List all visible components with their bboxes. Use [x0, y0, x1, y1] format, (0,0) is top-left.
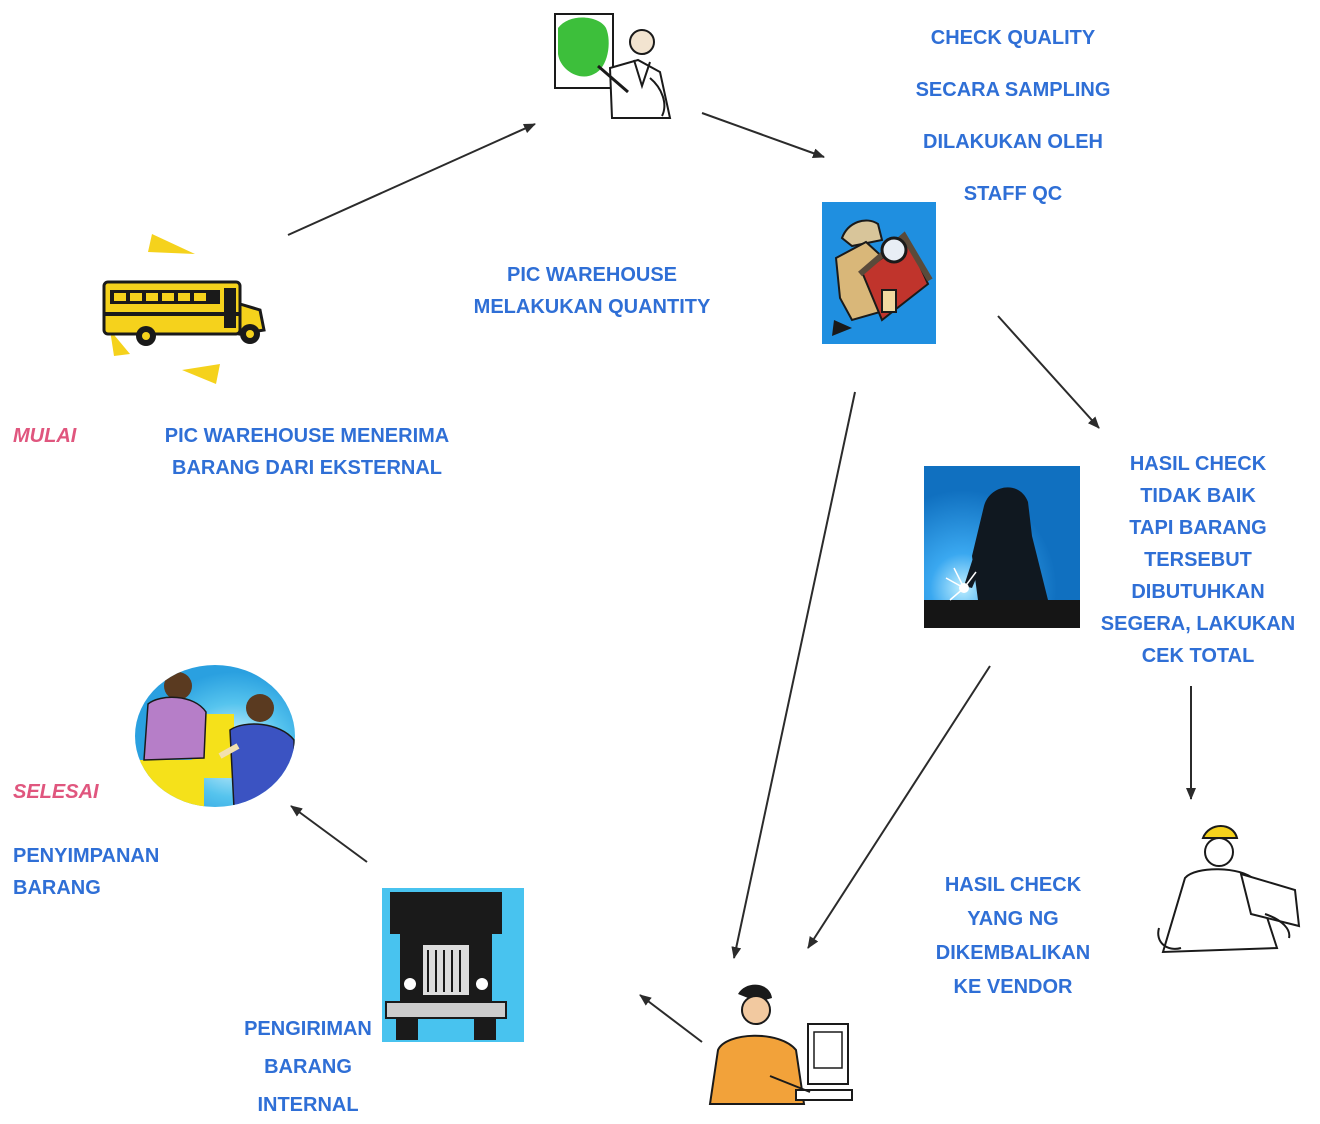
arrow-inspector-to-office	[731, 391, 856, 959]
arrow-inspector-to-welder	[997, 315, 1100, 429]
arrow-truck-to-handshake	[290, 805, 368, 863]
inspector-icon	[822, 202, 936, 344]
arrow-office-to-truck	[639, 994, 703, 1043]
start-label: MULAI	[13, 425, 77, 447]
handshake-icon	[135, 665, 295, 807]
bad-result-label: HASIL CHECK TIDAK BAIK TAPI BARANG TERSE…	[1100, 453, 1296, 667]
office-worker-icon	[708, 984, 853, 1105]
storage-label: PENYIMPANAN BARANG	[13, 845, 160, 899]
arrow-bus-to-presenter	[287, 123, 536, 236]
arrow-welder-to-office	[807, 665, 991, 949]
ng-return-label: HASIL CHECK YANG NG DIKEMBALIKAN KE VEND…	[935, 874, 1091, 998]
receive-goods-label: PIC WAREHOUSE MENERIMA BARANG DARI EKSTE…	[164, 425, 450, 479]
arrow-presenter-to-inspector	[701, 112, 825, 158]
quantity-check-label: PIC WAREHOUSE MELAKUKAN QUANTITY	[473, 264, 711, 318]
internal-shipping-label: PENGIRIMAN BARANG INTERNAL	[244, 1018, 372, 1116]
engineer-icon	[1157, 825, 1301, 954]
presenter-icon	[554, 13, 672, 119]
school-bus-icon	[102, 234, 266, 384]
welder-icon	[924, 466, 1080, 628]
finish-label: SELESAI	[13, 781, 99, 803]
truck-icon	[382, 888, 524, 1042]
quality-check-label: CHECK QUALITY SECARA SAMPLING DILAKUKAN …	[915, 27, 1111, 205]
